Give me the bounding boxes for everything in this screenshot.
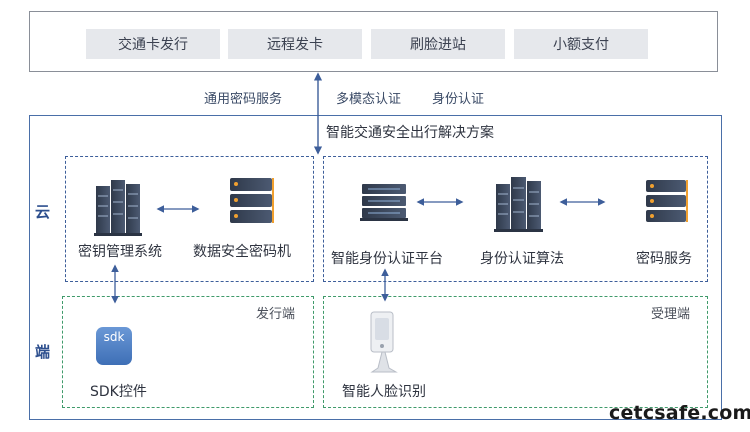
terminal-left-group [62, 296, 314, 408]
label-identity-auth: 身份认证 [432, 92, 485, 107]
server-rack-icon-identity-algorithm [494, 177, 543, 232]
corner-label-acceptor: 受理端 [651, 307, 691, 322]
service-remote-card-issue: 远程发卡 [228, 29, 362, 59]
watermark-text: cetcsafe.com [609, 402, 750, 424]
terminal-right-group [323, 296, 708, 408]
main-solution-frame [29, 115, 722, 420]
server-stack-icon-crypto-service [646, 180, 688, 222]
sdk-icon: sdk [96, 327, 132, 365]
label-multimodal-auth: 多模态认证 [336, 92, 402, 107]
node-label-crypto-service: 密码服务 [636, 251, 692, 267]
node-label-identity-platform: 智能身份认证平台 [331, 251, 443, 267]
cloud-right-group [323, 156, 708, 282]
cloud-left-group [65, 156, 314, 282]
server-panel-icon-identity-platform [360, 184, 408, 221]
corner-label-issuer: 发行端 [256, 307, 296, 322]
sdk-icon-text: sdk [103, 330, 125, 344]
server-rack-icon-key-management [94, 180, 142, 236]
side-label-cloud: 云 [35, 203, 51, 221]
node-label-face-recognition: 智能人脸识别 [342, 384, 426, 400]
top-services-frame [29, 11, 718, 72]
node-label-identity-algorithm: 身份认证算法 [480, 251, 564, 267]
face-recognition-kiosk-icon [370, 311, 398, 373]
node-label-key-management: 密钥管理系统 [78, 244, 162, 260]
node-label-data-security-hsm: 数据安全密码机 [193, 244, 291, 260]
service-face-entry: 刷脸进站 [371, 29, 505, 59]
side-label-terminal: 端 [35, 343, 51, 361]
label-general-crypto-service: 通用密码服务 [204, 92, 283, 107]
main-title: 智能交通安全出行解决方案 [326, 125, 494, 141]
service-traffic-card-issue: 交通卡发行 [86, 29, 220, 59]
node-label-sdk-control: SDK控件 [90, 384, 147, 400]
service-small-payment: 小额支付 [514, 29, 648, 59]
server-stack-icon-hsm [230, 178, 274, 223]
